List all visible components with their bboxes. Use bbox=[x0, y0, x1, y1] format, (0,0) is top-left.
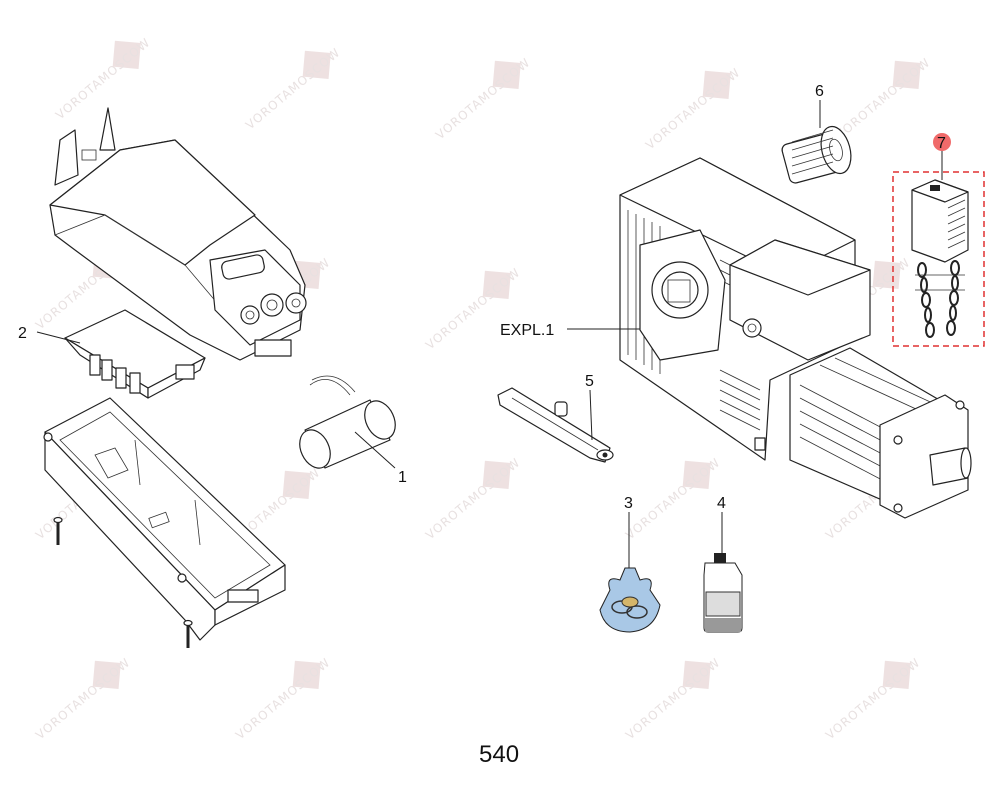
part-label-3: 3 bbox=[624, 495, 633, 512]
svg-text:VOROTAMOSCOW: VOROTAMOSCOW bbox=[833, 55, 933, 142]
page-number: 540 bbox=[479, 741, 519, 768]
watermark: VOROTAMOSCOW bbox=[33, 655, 133, 742]
part-label-5: 5 bbox=[585, 373, 594, 390]
oil-bottle bbox=[703, 553, 743, 633]
svg-text:VOROTAMOSCOW: VOROTAMOSCOW bbox=[53, 35, 153, 122]
svg-text:VOROTAMOSCOW: VOROTAMOSCOW bbox=[643, 65, 743, 152]
watermark: VOROTAMOSCOW bbox=[823, 655, 923, 742]
hardware-bag bbox=[599, 567, 661, 633]
part-label-2: 2 bbox=[18, 325, 27, 342]
svg-text:VOROTAMOSCOW: VOROTAMOSCOW bbox=[623, 655, 723, 742]
svg-text:VOROTAMOSCOW: VOROTAMOSCOW bbox=[243, 45, 343, 132]
svg-text:VOROTAMOSCOW: VOROTAMOSCOW bbox=[423, 265, 523, 352]
limit-switch-highlight[interactable] bbox=[892, 171, 985, 347]
svg-text:VOROTAMOSCOW: VOROTAMOSCOW bbox=[823, 655, 923, 742]
part-label-4: 4 bbox=[717, 495, 726, 512]
pcb-board bbox=[64, 309, 206, 399]
leader-line-2 bbox=[36, 331, 81, 344]
control-unit-base bbox=[43, 397, 286, 648]
svg-text:VOROTAMOSCOW: VOROTAMOSCOW bbox=[423, 455, 523, 542]
svg-text:VOROTAMOSCOW: VOROTAMOSCOW bbox=[433, 55, 533, 142]
watermark: VOROTAMOSCOW bbox=[243, 45, 343, 132]
leader-line-5 bbox=[589, 389, 593, 441]
control-unit-cover bbox=[49, 107, 307, 361]
watermark: VOROTAMOSCOW bbox=[433, 55, 533, 142]
watermark: VOROTAMOSCOW bbox=[623, 655, 723, 742]
watermark: VOROTAMOSCOW bbox=[423, 455, 523, 542]
leader-line-1 bbox=[354, 431, 396, 469]
watermark: VOROTAMOSCOW bbox=[233, 655, 333, 742]
part-label-expl: EXPL.1 bbox=[500, 322, 554, 339]
watermark: VOROTAMOSCOW bbox=[53, 35, 153, 122]
gearbox-motor bbox=[619, 157, 972, 519]
release-lever bbox=[497, 387, 614, 463]
part-marker-7[interactable] bbox=[933, 133, 951, 151]
part-label-6: 6 bbox=[815, 83, 824, 100]
pinion-gear bbox=[781, 125, 852, 184]
part-label-7[interactable]: 7 bbox=[937, 135, 946, 152]
svg-text:VOROTAMOSCOW: VOROTAMOSCOW bbox=[233, 655, 333, 742]
svg-text:VOROTAMOSCOW: VOROTAMOSCOW bbox=[623, 455, 723, 542]
part-label-1: 1 bbox=[398, 469, 407, 486]
watermark: VOROTAMOSCOW bbox=[423, 265, 523, 352]
capacitor bbox=[299, 375, 396, 469]
limit-switch bbox=[911, 179, 969, 338]
watermark: VOROTAMOSCOW bbox=[643, 65, 743, 152]
highlight-box[interactable] bbox=[892, 171, 985, 347]
svg-text:VOROTAMOSCOW: VOROTAMOSCOW bbox=[33, 655, 133, 742]
